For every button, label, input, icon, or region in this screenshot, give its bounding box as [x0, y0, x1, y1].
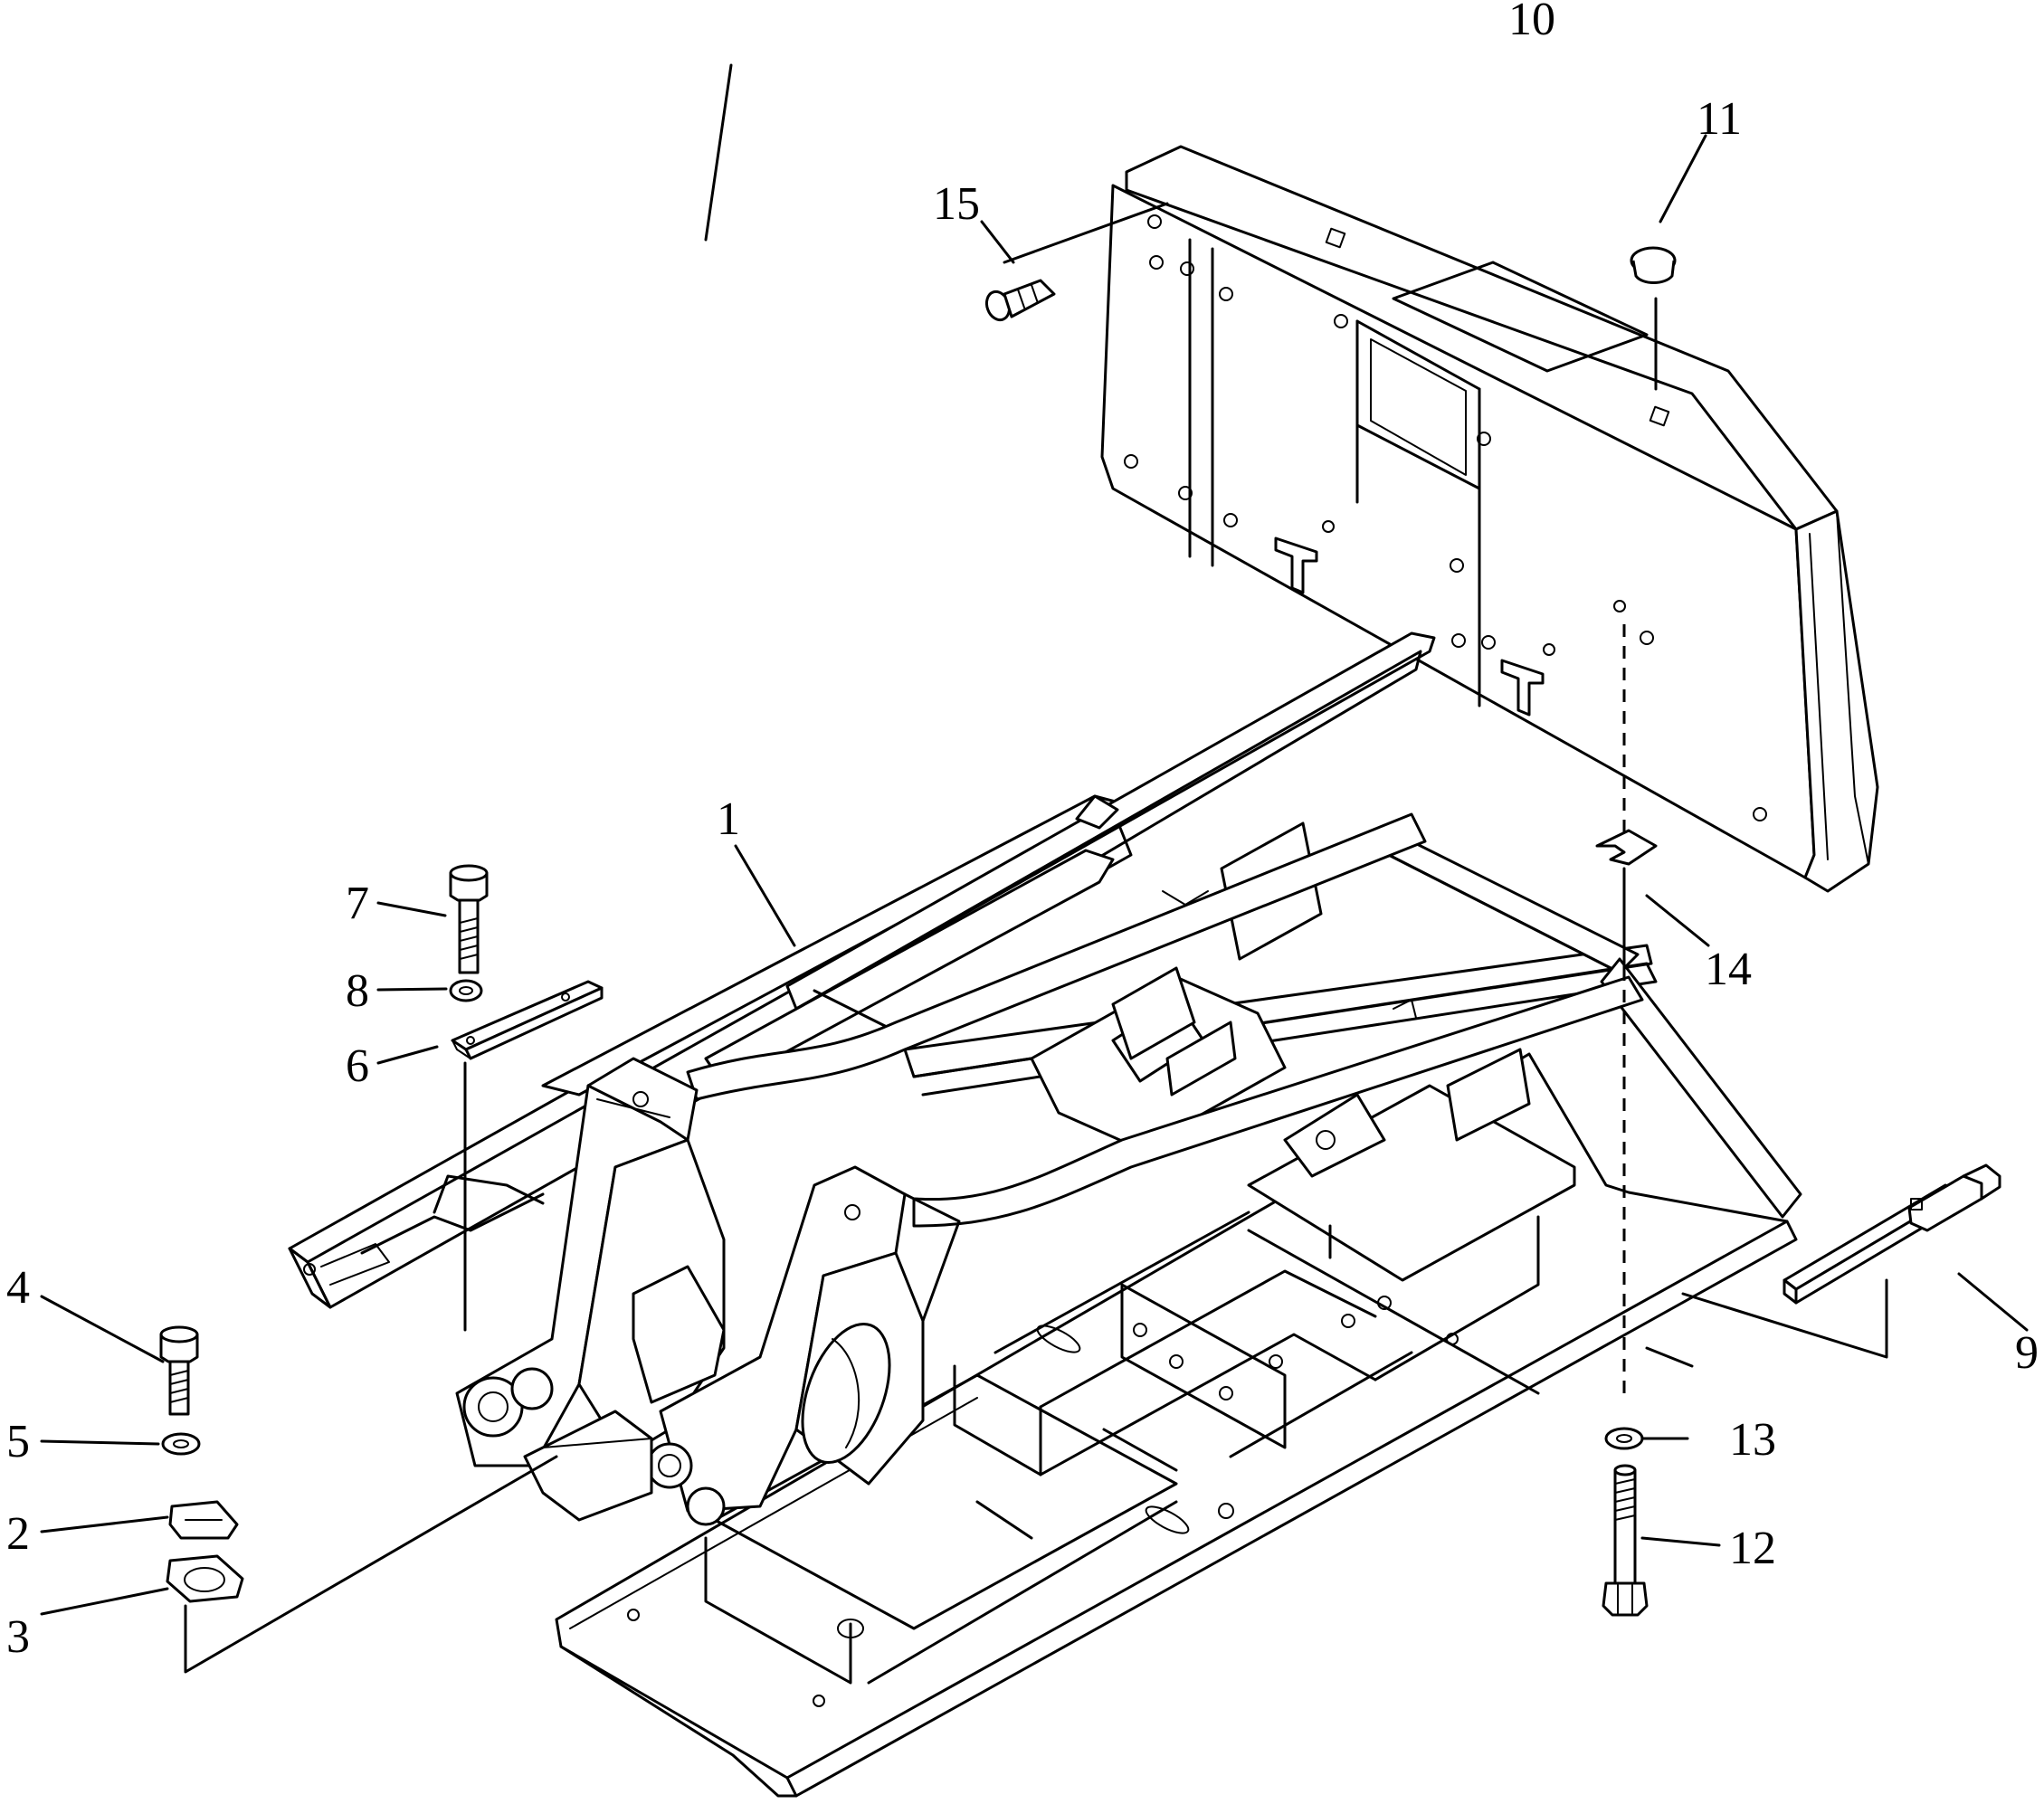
leader-lines: [40, 63, 2029, 1674]
callout-10: 10: [1508, 0, 1555, 45]
callout-5: 5: [6, 1416, 30, 1467]
callout-labels: 10 11 15 1 7 8 6 14 9 4 5 2 3 13 12: [6, 0, 2039, 1663]
callout-6: 6: [346, 1040, 369, 1092]
callout-3: 3: [6, 1611, 30, 1663]
gasket-3: [166, 1554, 244, 1603]
screw-15: [984, 279, 1056, 322]
callout-1: 1: [717, 793, 740, 845]
washer-5: [161, 1432, 201, 1456]
plate-6: [451, 980, 604, 1060]
callout-9: 9: [2015, 1327, 2039, 1379]
callout-8: 8: [346, 965, 369, 1017]
callout-4: 4: [6, 1262, 30, 1314]
callout-13: 13: [1729, 1414, 1776, 1466]
callout-15: 15: [933, 178, 980, 230]
bolt-7: [449, 864, 489, 974]
callout-14: 14: [1705, 944, 1752, 995]
callout-7: 7: [346, 878, 369, 929]
shim-14: [1595, 829, 1658, 866]
callout-12: 12: [1729, 1523, 1776, 1574]
callout-11: 11: [1697, 93, 1742, 145]
revolving-frame: [288, 631, 1802, 1798]
washer-8: [449, 979, 483, 1002]
bolt-12: [1602, 1464, 1649, 1617]
bolt-4: [159, 1325, 199, 1416]
pin-9: [1783, 1163, 2001, 1305]
cover-2: [168, 1500, 239, 1540]
plug-11: [1630, 246, 1677, 284]
callout-2: 2: [6, 1508, 30, 1560]
washer-13: [1604, 1427, 1644, 1450]
counterweight: [1100, 145, 1879, 893]
fasteners: [159, 246, 2001, 1617]
